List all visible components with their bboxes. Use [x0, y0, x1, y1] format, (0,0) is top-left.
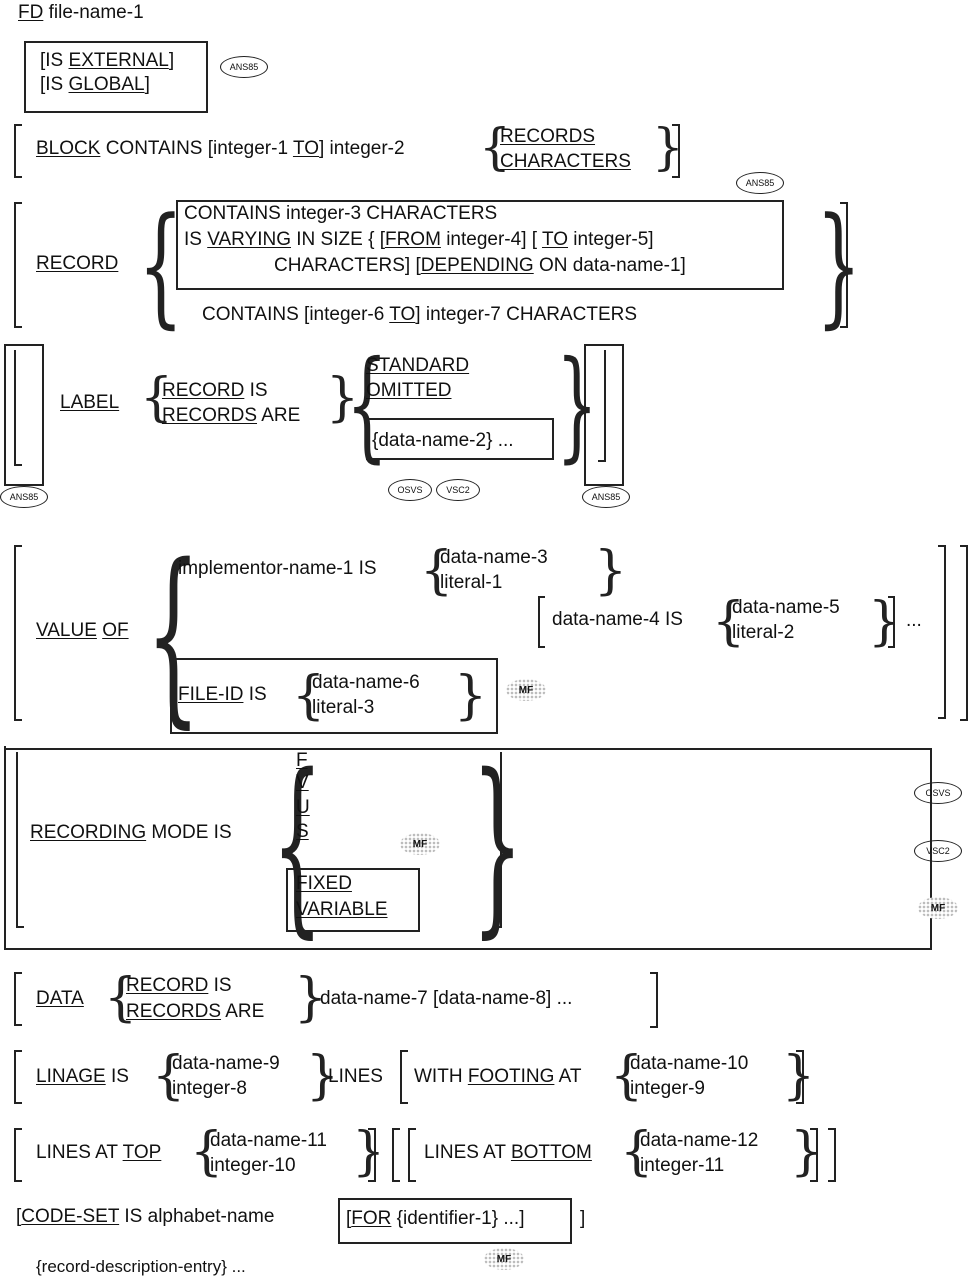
code-set-clause: [CODE-SET IS alphabet-name [16, 1206, 275, 1227]
data-keyword: DATA [36, 988, 84, 1009]
label-omitted: OMITTED [366, 380, 452, 401]
linage-keyword: LINAGE IS [36, 1066, 129, 1087]
lines-integer-10: integer-10 [210, 1155, 296, 1176]
label-records-are: RECORDS ARE [162, 405, 301, 426]
file-id-box [170, 658, 498, 734]
lines-at-top: LINES AT TOP [36, 1142, 162, 1163]
value-data-name-5: data-name-5 [732, 597, 840, 618]
linage-data-name-10: data-name-10 [630, 1053, 749, 1074]
recording-mode-keyword: RECORDING MODE IS [30, 822, 232, 843]
value-brace-left: { [146, 524, 201, 745]
external-global-box [24, 41, 208, 113]
label-record-is: RECORD IS [162, 380, 268, 401]
mode-v: V [296, 772, 309, 793]
vsc2-badge: VSC2 [914, 840, 962, 862]
block-contains-clause: BLOCK CONTAINS [integer-1 TO] integer-2 [36, 138, 405, 159]
ansi85-badge: ANS85 [220, 56, 268, 78]
mode-variable: VARIABLE [296, 899, 388, 920]
osvs-badge: OSVS [914, 782, 962, 804]
lines-data-name-11: data-name-11 [210, 1130, 327, 1151]
linage-with-footing: WITH FOOTING AT [414, 1066, 582, 1087]
lines-integer-11: integer-11 [640, 1155, 725, 1176]
lines-at-bottom: LINES AT BOTTOM [424, 1142, 592, 1163]
fd-keyword: FD [18, 2, 44, 23]
value-data-name-4-is: data-name-4 IS [552, 609, 683, 630]
value-literal-2: literal-2 [732, 622, 795, 643]
mode-s: S [296, 821, 309, 842]
record-contains-range-line: CONTAINS [integer-6 TO] integer-7 CHARAC… [202, 304, 638, 325]
fixed-variable-box [286, 868, 420, 932]
record-varying-line: IS VARYING IN SIZE { [FROM integer-4] [ … [184, 229, 654, 250]
block-bracket-right [678, 124, 680, 178]
is-external-clause: [IS EXTERNAL] [40, 50, 175, 71]
data-names: data-name-7 [data-name-8] ... [320, 988, 573, 1009]
linage-data-name-9: data-name-9 [172, 1053, 280, 1074]
code-set-for: [FOR {identifier-1} ...] [346, 1208, 525, 1229]
block-option-characters: CHARACTERS [500, 151, 631, 172]
block-brace-left: { [479, 118, 511, 176]
value-of-keyword: VALUE OF [36, 620, 129, 641]
value-implementor-name: implementor-name-1 IS [178, 558, 377, 579]
mf-badge: MF [918, 897, 958, 919]
record-varying-box [176, 200, 784, 290]
record-description-entry: {record-description-entry} ... [36, 1257, 246, 1276]
mf-badge: MF [506, 679, 546, 701]
ansi85-badge: ANS85 [582, 486, 630, 508]
record-depending-line: CHARACTERS] [DEPENDING ON data-name-1] [274, 255, 686, 276]
file-id-literal-3: literal-3 [312, 697, 375, 718]
osvs-badge: OSVS [388, 479, 432, 501]
is-global-clause: [IS GLOBAL] [40, 74, 150, 95]
code-set-for-box [338, 1198, 572, 1244]
mf-badge: MF [484, 1248, 524, 1270]
mode-f: F [296, 750, 308, 771]
label-keyword: LABEL [60, 392, 120, 413]
record-brace-left: { [138, 189, 184, 341]
record-contains-line: CONTAINS integer-3 CHARACTERS [184, 203, 498, 224]
fd-line: FD file-name-1 [18, 2, 144, 24]
record-keyword: RECORD [36, 253, 119, 274]
linage-lines: LINES [328, 1066, 383, 1087]
label-standard: STANDARD [366, 355, 470, 376]
lines-data-name-12: data-name-12 [640, 1130, 759, 1151]
file-id-keyword: FILE-ID IS [178, 684, 267, 705]
vsc2-badge: VSC2 [436, 479, 480, 501]
recmode-box-top [4, 748, 932, 750]
label-brace-right: } [326, 368, 360, 428]
recmode-box-bottom [4, 948, 932, 950]
block-option-records: RECORDS [500, 126, 596, 147]
mf-badge: MF [400, 833, 440, 855]
label-ansi85-box-left [4, 344, 44, 486]
record-brace-right: } [816, 189, 862, 341]
value-data-name-3: data-name-3 [440, 547, 548, 568]
label-data-name-2: {data-name-2} ... [372, 430, 514, 451]
label-data-name-box [366, 418, 554, 460]
record-bracket-right [846, 202, 848, 328]
linage-integer-9: integer-9 [630, 1078, 705, 1099]
value-bracket-right-inner [944, 545, 946, 719]
code-set-close: ] [580, 1208, 586, 1229]
value-bracket-left [14, 545, 16, 721]
fd-file-name: file-name-1 [48, 2, 144, 23]
mode-fixed: FIXED [296, 873, 352, 894]
label-brace-left: { [140, 368, 174, 428]
block-bracket-left [14, 124, 16, 178]
ansi85-badge: ANS85 [0, 486, 48, 508]
file-id-data-name-6: data-name-6 [312, 672, 420, 693]
data-record-is: RECORD IS [126, 975, 232, 996]
value-ellipsis: ... [906, 610, 922, 631]
mode-u: U [296, 797, 310, 818]
ansi85-badge: ANS85 [736, 172, 784, 194]
value-literal-1: literal-1 [440, 572, 503, 593]
value-bracket-right-outer [966, 545, 968, 721]
linage-integer-8: integer-8 [172, 1078, 247, 1099]
label-values-brace-right: } [556, 336, 598, 475]
label-ansi85-box-right [584, 344, 624, 486]
record-bracket-left [14, 202, 16, 328]
data-records-are: RECORDS ARE [126, 1001, 265, 1022]
